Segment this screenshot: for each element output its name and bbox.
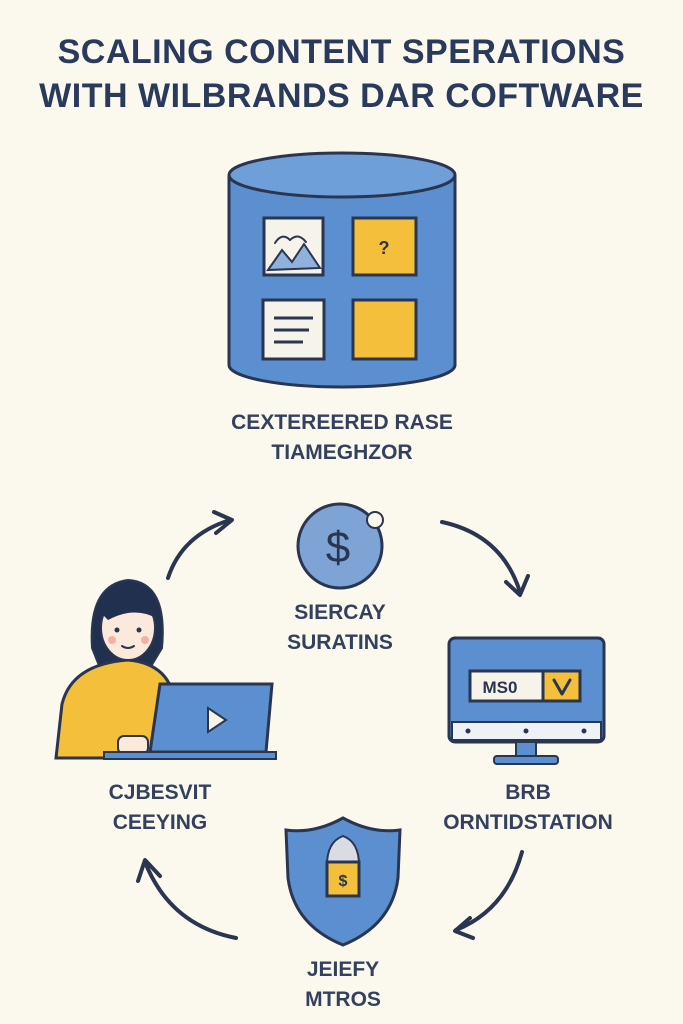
center-label-line-1: SIERCAY — [294, 601, 386, 624]
monitor-label-line-2: ORNTIDSTATION — [443, 811, 613, 834]
shield-icon: $ — [284, 816, 402, 947]
center-label: SIERCAY SURATINS — [240, 598, 440, 658]
monitor-icon: MS0 — [447, 636, 606, 765]
monitor-screen-text: MS0 — [483, 678, 518, 697]
arrow-down-left-icon — [453, 850, 524, 940]
shield-label-line-1: JEIEFY — [306, 958, 380, 981]
play-icon — [207, 706, 228, 734]
dollar-symbol-text: $ — [326, 523, 350, 572]
person-with-laptop-illustration — [54, 578, 277, 760]
monitor-label: BRB ORNTIDSTATION — [418, 778, 638, 838]
dollar-badge-icon: $ — [296, 502, 384, 590]
shield-label-line-2: MTROS — [305, 988, 381, 1011]
arrow-up-right-icon — [166, 510, 234, 580]
yellow-tile-icon — [351, 298, 418, 361]
center-label-line-2: SURATINS — [287, 631, 393, 654]
shield-label: JEIEFY MTROS — [243, 955, 443, 1015]
question-mark-text: ? — [379, 238, 390, 258]
database-label: CEXTEREERED RASE TIAMEGHZOR — [192, 408, 492, 468]
title-line-2: WITH WILBRANDS DAR COFTWARE — [39, 77, 644, 115]
document-tile-icon — [261, 298, 326, 361]
person-label: CJBESVIT CEEYING — [60, 778, 260, 838]
person-label-line-1: CJBESVIT — [108, 781, 212, 804]
image-tile-icon — [262, 216, 325, 277]
person-label-line-2: CEEYING — [112, 811, 208, 834]
page-title: SCALING CONTENT SPERATIONS WITH WILBRAND… — [0, 30, 683, 118]
database-label-line-2: TIAMEGHZOR — [271, 441, 413, 464]
chevron-down-icon — [552, 678, 572, 696]
database-label-line-1: CEXTEREERED RASE — [231, 411, 453, 434]
shield-tag-text: $ — [339, 873, 348, 890]
lock-shackle-icon — [325, 834, 361, 866]
arrow-up-left-icon — [136, 858, 238, 940]
cycle-arrows — [136, 510, 530, 940]
arrow-down-right-icon — [440, 520, 530, 597]
title-line-1: SCALING CONTENT SPERATIONS — [57, 33, 626, 71]
question-tile-icon: ? — [351, 216, 418, 277]
laptop-icon — [103, 682, 277, 760]
monitor-label-line-1: BRB — [505, 781, 551, 804]
lock-body-icon — [325, 860, 361, 898]
database-cylinder: ? — [227, 151, 457, 389]
